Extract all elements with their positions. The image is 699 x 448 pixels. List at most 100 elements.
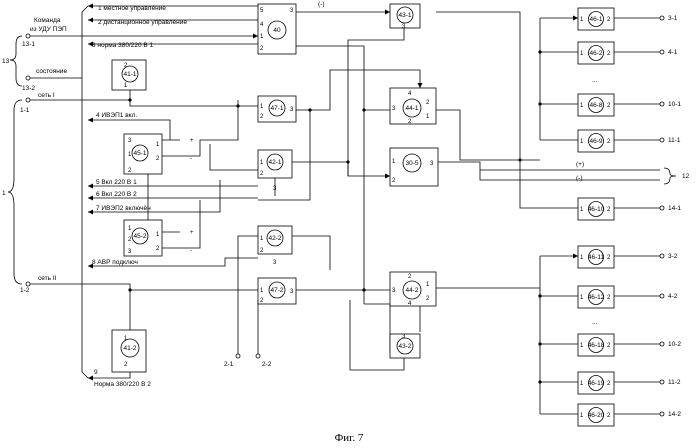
figure-caption: Фиг. 7 bbox=[335, 432, 364, 444]
label-on-220-1: 5 Вкл 220 В 1 bbox=[96, 179, 137, 186]
output-11-2: 11-2 bbox=[668, 379, 681, 386]
label-input-2-2: 2-2 bbox=[262, 361, 272, 368]
block-46-18: 46-18 bbox=[588, 342, 605, 349]
label-minus-top: (-) bbox=[318, 1, 325, 8]
svg-text:3: 3 bbox=[273, 260, 277, 266]
output-14-1: 14-1 bbox=[668, 205, 681, 212]
block-44-2: 44-2 bbox=[405, 287, 418, 294]
arrow-in-2 bbox=[88, 18, 93, 23]
svg-text:-: - bbox=[190, 248, 192, 254]
label-group-1: 1 bbox=[2, 190, 6, 197]
terminal-4-2 bbox=[660, 294, 664, 298]
label-plus: (+) bbox=[576, 161, 584, 168]
terminal-13-2 bbox=[26, 76, 30, 80]
label-ivep2-on: 7 ИВЭП2 включён bbox=[96, 205, 151, 212]
label-13-2: 13-2 bbox=[22, 85, 35, 92]
label-minus: (-) bbox=[576, 175, 583, 182]
block-46-2: 46-2 bbox=[589, 50, 602, 57]
block-41-1: 41-1 bbox=[123, 71, 136, 78]
output-10-2: 10-2 bbox=[668, 341, 681, 348]
label-dots-lower: ... bbox=[592, 319, 598, 326]
block-46-9: 46-9 bbox=[589, 138, 602, 145]
label-9: 9 bbox=[94, 369, 98, 376]
arrow-to-40-a bbox=[253, 34, 258, 39]
block-43-2: 43-2 bbox=[398, 343, 411, 350]
terminal-1-2 bbox=[26, 282, 30, 286]
block-46-8: 46-8 bbox=[589, 102, 602, 109]
terminal-14-1 bbox=[660, 206, 664, 210]
arrow-in-4 bbox=[88, 118, 93, 123]
block-43-1: 43-1 bbox=[398, 12, 411, 19]
block-40: 40 bbox=[273, 27, 281, 34]
block-42-1: 42-1 bbox=[268, 159, 281, 166]
svg-text:-: - bbox=[190, 156, 192, 162]
terminal-10-2 bbox=[660, 342, 664, 346]
svg-text:3: 3 bbox=[273, 186, 277, 192]
label-command: Команда bbox=[34, 17, 61, 24]
label-on-220-2: 6 Вкл 220 В 2 bbox=[96, 191, 137, 198]
label-local-control: 1 местное управление bbox=[98, 5, 166, 12]
label-norm-1: 3 норма 380/220 В 1 bbox=[92, 42, 154, 49]
block-47-1: 47-1 bbox=[270, 105, 283, 112]
svg-text:+: + bbox=[190, 230, 194, 236]
label-network-2: сеть II bbox=[38, 275, 57, 282]
block-46-19: 46-19 bbox=[588, 380, 605, 387]
arrow-in-5 bbox=[88, 184, 93, 189]
block-30-5: 30-5 bbox=[405, 160, 418, 167]
block-47-2: 47-2 bbox=[270, 287, 283, 294]
arrow-to-46-11 bbox=[573, 254, 578, 259]
arrow-to-44-1 bbox=[418, 83, 423, 88]
label-13-1: 13-1 bbox=[22, 41, 35, 48]
terminal-4-1 bbox=[660, 50, 664, 54]
arrow-in-6 bbox=[88, 196, 93, 201]
label-ivep1-on: 4 ИВЭП1 вкл. bbox=[96, 112, 137, 119]
block-46-20: 46-20 bbox=[588, 412, 605, 419]
arrow-in-9 bbox=[88, 376, 93, 381]
arrow-to-43-1 bbox=[385, 10, 390, 15]
output-10-1: 10-1 bbox=[668, 101, 681, 108]
svg-text:+: + bbox=[190, 138, 194, 144]
label-state: состояние bbox=[36, 68, 67, 75]
output-3-2: 3-2 bbox=[668, 253, 678, 260]
output-labels: 3-1 4-1 10-1 11-1 14-1 3-2 4-2 10-2 11-2… bbox=[668, 15, 681, 418]
block-46-11: 46-11 bbox=[588, 254, 605, 261]
label-dots-upper: ... bbox=[592, 77, 598, 84]
output-4-1: 4-1 bbox=[668, 49, 678, 56]
label-avr-connected: 8 АВР подключ bbox=[92, 259, 138, 266]
block-45-1: 45-1 bbox=[133, 150, 146, 157]
terminal-11-1 bbox=[660, 138, 664, 142]
junction-dots bbox=[128, 50, 541, 383]
output-14-2: 14-2 bbox=[668, 411, 681, 418]
block-42-2: 42-2 bbox=[268, 235, 281, 242]
output-11-1: 11-1 bbox=[668, 137, 681, 144]
terminal-10-1 bbox=[660, 102, 664, 106]
terminal-3-2 bbox=[660, 254, 664, 258]
terminal-3-1 bbox=[660, 16, 664, 20]
blocks bbox=[112, 4, 614, 426]
arrows bbox=[88, 4, 578, 381]
terminal-14-2 bbox=[660, 412, 664, 416]
terminal-2-2 bbox=[256, 354, 260, 358]
label-norm-2: Норма 380/220 В 2 bbox=[94, 381, 151, 388]
label-1-1: 1-1 bbox=[20, 107, 30, 114]
label-group-12: 12 bbox=[682, 173, 690, 180]
label-group-13: 13 bbox=[2, 58, 10, 65]
terminal-11-2 bbox=[660, 380, 664, 384]
block-46-10: 46-10 bbox=[588, 206, 605, 213]
terminal-13-1 bbox=[26, 34, 30, 38]
output-3-1: 3-1 bbox=[668, 15, 678, 22]
label-from-udu: из УДУ ПЭП bbox=[30, 26, 67, 33]
output-4-2: 4-2 bbox=[668, 293, 678, 300]
label-input-2-1: 2-1 bbox=[224, 361, 234, 368]
label-remote-control: 2 дистанционное управление bbox=[98, 19, 187, 26]
block-45-2: 45-2 bbox=[133, 233, 146, 240]
block-44-1: 44-1 bbox=[405, 105, 418, 112]
arrow-in-7 bbox=[88, 210, 93, 215]
block-41-2: 41-2 bbox=[123, 345, 136, 352]
arrow-in-1 bbox=[88, 4, 93, 9]
arrow-to-30-5 bbox=[385, 174, 390, 179]
block-46-12: 46-12 bbox=[588, 294, 605, 301]
label-1-2: 1-2 bbox=[20, 287, 30, 294]
arrow-to-46-1 bbox=[573, 16, 578, 21]
